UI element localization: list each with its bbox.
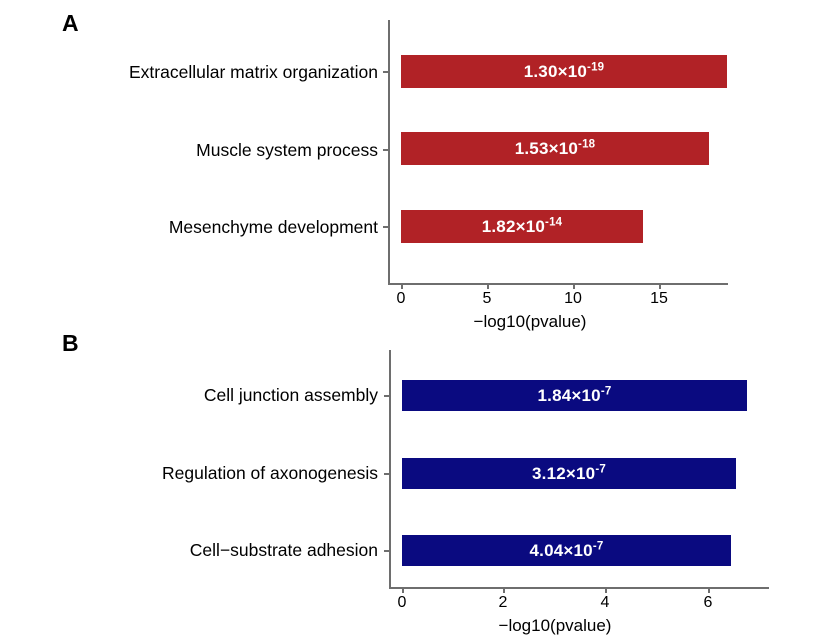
panel-a-y-tick-2 xyxy=(383,226,388,228)
panel-a-bar-value-0: 1.30×10-19 xyxy=(523,60,605,81)
panel-b-bar-2: 4.04×10-7 xyxy=(402,535,731,566)
panel-b-y-tick-0 xyxy=(384,395,389,397)
panel-b-y-axis xyxy=(389,350,391,589)
panel-a-x-tick-2 xyxy=(573,284,575,289)
panel-b-bar-0: 1.84×10-7 xyxy=(402,380,747,411)
panel-a-category-label-1: Muscle system process xyxy=(196,140,378,160)
panel-a-y-axis xyxy=(388,20,390,285)
panel-b-category-label-0: Cell junction assembly xyxy=(203,385,378,405)
panel-a-x-tick-1 xyxy=(487,284,489,289)
panel-a-x-tick-label-0: 0 xyxy=(396,290,406,307)
panel-a-letter: A xyxy=(62,10,79,36)
panel-b-x-tick-3 xyxy=(708,588,710,593)
panel-a-y-tick-0 xyxy=(383,71,388,73)
panel-a-x-tick-0 xyxy=(401,284,403,289)
panel-a-category-label-2: Mesenchyme development xyxy=(168,217,378,237)
panel-b-x-axis xyxy=(389,587,769,589)
panel-a-x-tick-3 xyxy=(659,284,661,289)
panel-a-y-tick-1 xyxy=(383,149,388,151)
panel-b-bar-1: 3.12×10-7 xyxy=(402,458,736,489)
panel-a-plot-area: 1.30×10-19 1.53×10-18 1.82×10-14 0 5 10 … xyxy=(383,20,788,331)
panel-a-x-axis xyxy=(388,283,728,285)
panel-b-letter: B xyxy=(62,330,79,356)
panel-a-bar-1: 1.53×10-18 xyxy=(401,132,709,165)
panel-b: B Cell junction assembly Regulation of a… xyxy=(0,320,824,640)
panel-b-category-label-2: Cell−substrate adhesion xyxy=(189,540,378,560)
panel-a-x-tick-label-1: 5 xyxy=(482,290,492,307)
panel-b-bar-value-0: 1.84×10-7 xyxy=(537,384,612,405)
panel-a-category-label-0: Extracellular matrix organization xyxy=(129,62,378,82)
panel-a-bar-value-2: 1.82×10-14 xyxy=(481,215,563,236)
panel-a-x-axis-title: −log10(pvalue) xyxy=(473,312,587,331)
panel-b-x-tick-label-3: 6 xyxy=(703,594,713,611)
panel-a-bar-2: 1.82×10-14 xyxy=(401,210,643,243)
panel-a-bar-value-1: 1.53×10-18 xyxy=(514,137,596,158)
panel-a-bar-0: 1.30×10-19 xyxy=(401,55,727,88)
panel-a-x-tick-label-3: 15 xyxy=(650,290,668,307)
panel-b-bar-value-1: 3.12×10-7 xyxy=(532,462,606,483)
panel-b-x-tick-label-2: 4 xyxy=(600,594,610,611)
panel-b-category-label-1: Regulation of axonogenesis xyxy=(162,463,378,483)
panel-b-x-tick-2 xyxy=(605,588,607,593)
panel-b-y-tick-2 xyxy=(384,550,389,552)
panel-b-x-tick-1 xyxy=(503,588,505,593)
panel-b-x-tick-label-1: 2 xyxy=(498,594,508,611)
panel-b-bar-value-2: 4.04×10-7 xyxy=(529,539,604,560)
panel-b-plot-area: 1.84×10-7 3.12×10-7 4.04×10-7 0 2 4 6 −l… xyxy=(384,350,789,635)
panel-b-x-tick-label-0: 0 xyxy=(397,594,407,611)
panel-b-y-tick-1 xyxy=(384,473,389,475)
panel-b-x-axis-title: −log10(pvalue) xyxy=(498,616,612,635)
panel-a: A Extracellular matrix organization Musc… xyxy=(62,10,788,331)
panel-a-x-tick-label-2: 10 xyxy=(564,290,582,307)
panel-b-x-tick-0 xyxy=(402,588,404,593)
